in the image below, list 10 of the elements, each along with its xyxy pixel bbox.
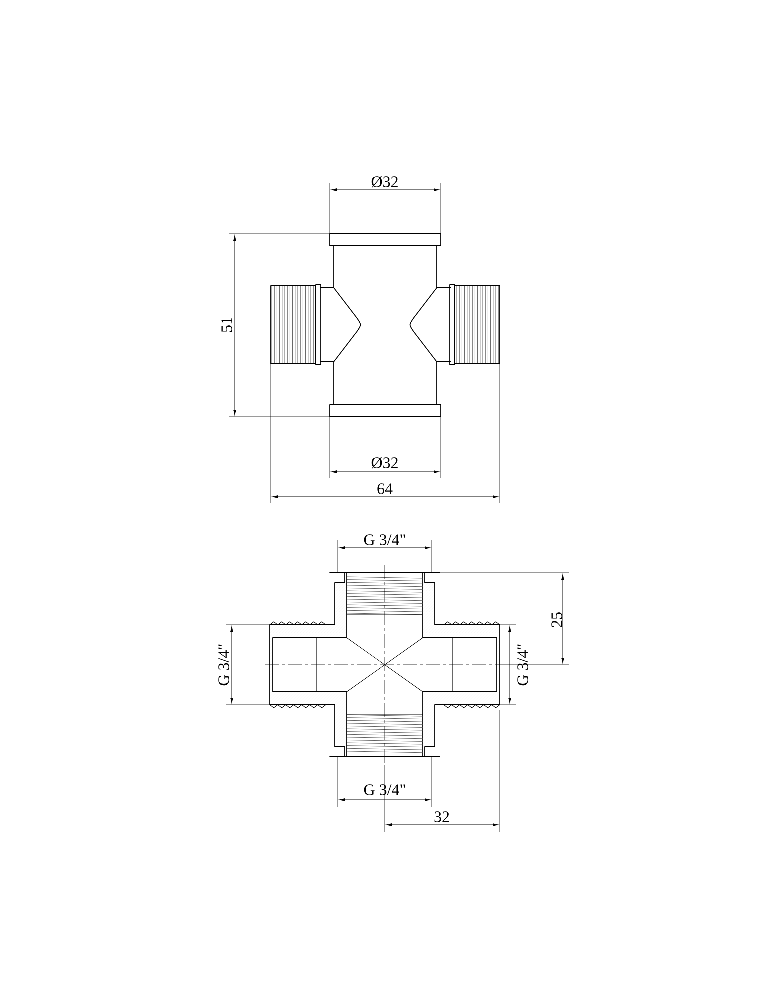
- dimension-text: 25: [552, 612, 562, 628]
- dimension-text: 32: [434, 812, 450, 822]
- dimension-text: 64: [378, 484, 393, 494]
- dimension-text: G 3/4": [218, 644, 230, 686]
- dimension-text: Ø32: [372, 457, 398, 469]
- dimension-text: 51: [222, 318, 232, 332]
- dimension-text: G 3/4": [364, 534, 406, 546]
- dimension-text: G 3/4": [518, 644, 528, 686]
- dimension-text: Ø32: [372, 176, 398, 188]
- dimension-text: G 3/4": [364, 784, 406, 796]
